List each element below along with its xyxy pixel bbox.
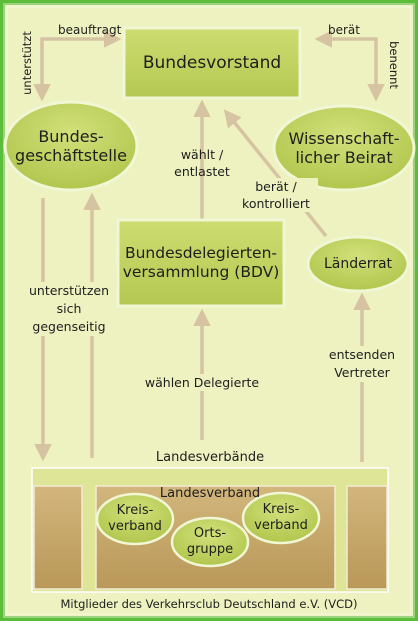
laenderrat-label: Länderrat (323, 255, 393, 272)
arrow-beauftragt (33, 30, 122, 102)
edge-label-unterstuetzen: unterstützen sich gegenseitig (24, 282, 114, 336)
landesverband-label: Landesverband (159, 486, 261, 501)
ortsgruppe-label: Orts- gruppe (186, 526, 234, 557)
beirat-node (272, 104, 416, 192)
edge-label-benennt: benennt (387, 41, 401, 89)
kreisverband-right-label: Kreis- verband (254, 502, 308, 533)
bdv-label: Bundesdelegierten- versammlung (BDV) (122, 244, 280, 281)
kreisverband-left-node (95, 492, 175, 546)
bundesvorstand-label: Bundesvorstand (142, 52, 282, 73)
landesverband-box-right (346, 485, 388, 590)
edge-label-waehlt: wählt / entlastet (174, 147, 230, 179)
footer-caption: Mitglieder des Verkehrsclub Deutschland … (60, 597, 358, 611)
arrow-beraet-benennt (314, 30, 385, 102)
bundesgeschaeftsstelle-node (3, 100, 139, 192)
kreisverband-left-label: Kreis- verband (108, 503, 162, 534)
edge-label-unterstuetzt: unterstützt (20, 31, 34, 95)
arrow-beraet-kontrolliert (223, 109, 328, 238)
beirat-label: Wissenschaft- licher Beirat (288, 128, 400, 167)
bundesvorstand-node (122, 26, 302, 100)
edge-label-beauftragt: beauftragt (58, 23, 122, 37)
kreisverband-right-node (241, 491, 321, 545)
edge-label-waehlen: wählen Delegierte (142, 374, 262, 391)
edge-label-beraet-kontrolliert: berät / kontrolliert (234, 178, 318, 212)
ortsgruppe-node (170, 516, 250, 568)
bdv-node (116, 218, 286, 308)
edge-label-entsenden: entsenden Vertreter (320, 346, 404, 382)
landesverband-box-left (33, 485, 83, 590)
landesverbaende-label: Landesverbände (155, 450, 265, 465)
bundesgeschaeftsstelle-label: Bundes- geschäftstelle (15, 126, 127, 165)
edge-label-beraet-top: berät (328, 23, 360, 37)
laenderrat-node (306, 235, 410, 293)
